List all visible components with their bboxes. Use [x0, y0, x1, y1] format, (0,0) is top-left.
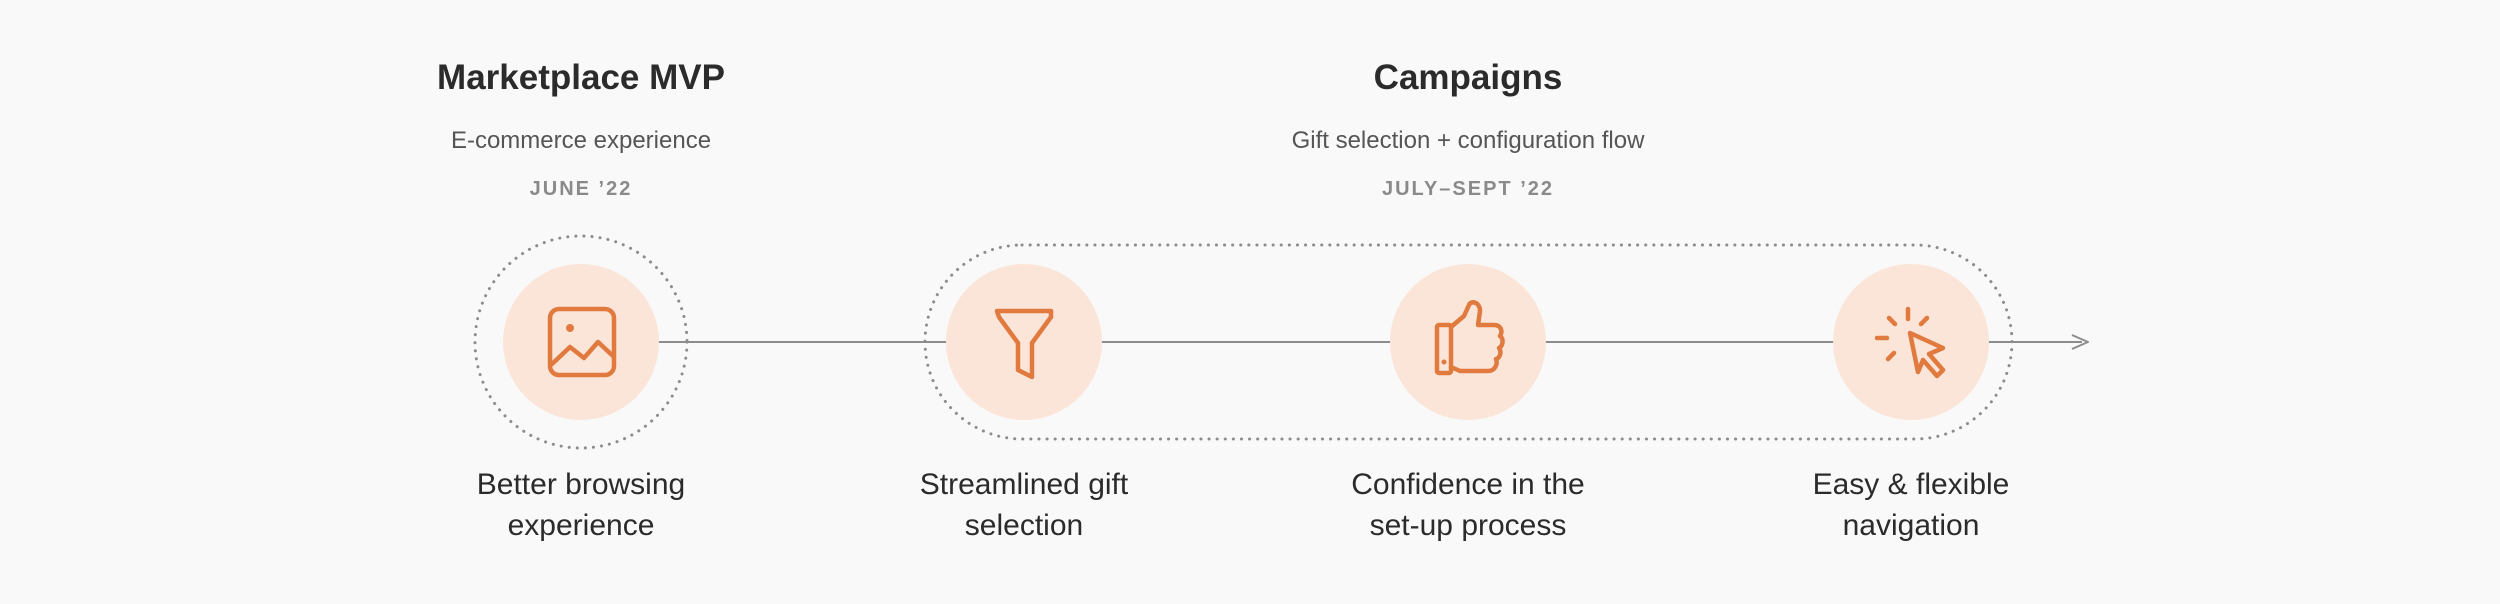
phase-group-outline-campaigns	[923, 243, 2014, 441]
phase-title: Campaigns	[1373, 58, 1563, 97]
image-icon	[547, 306, 617, 378]
phase-date: JUNE ’22	[529, 178, 633, 200]
step-caption-browsing: Better browsing experience	[476, 468, 686, 542]
phase-heading-marketplace-mvp: Marketplace MVP	[437, 58, 725, 98]
phase-group-outline-marketplace	[473, 234, 689, 450]
phase-subtitle: E-commerce experience	[450, 127, 712, 154]
phase-subtitle-campaigns: Gift selection + configuration flow	[1292, 127, 1645, 155]
phase-subtitle-marketplace-mvp: E-commerce experience	[451, 127, 711, 155]
phase-heading-campaigns: Campaigns	[1374, 58, 1563, 98]
step-circle-setup	[1390, 264, 1546, 420]
timeline-arrowhead	[2071, 334, 2089, 350]
funnel-icon	[994, 308, 1054, 380]
phase-date-campaigns: JULY–SEPT ’22	[1382, 178, 1554, 201]
step-caption-gift-selection: Streamlined gift selection	[919, 468, 1129, 542]
phase-date: JULY–SEPT ’22	[1381, 178, 1555, 200]
phase-title: Marketplace MVP	[437, 58, 725, 97]
cursor-click-icon	[1874, 306, 1946, 379]
step-circle-browsing	[503, 264, 659, 420]
phase-subtitle: Gift selection + configuration flow	[1291, 127, 1645, 154]
thumbs-up-icon	[1434, 300, 1505, 376]
phase-date-marketplace-mvp: JUNE ’22	[530, 178, 633, 201]
step-caption-navigation: Easy & flexible navigation	[1812, 468, 2010, 542]
step-caption-setup: Confidence in the set-up process	[1351, 468, 1585, 542]
step-circle-gift-selection	[946, 264, 1102, 420]
